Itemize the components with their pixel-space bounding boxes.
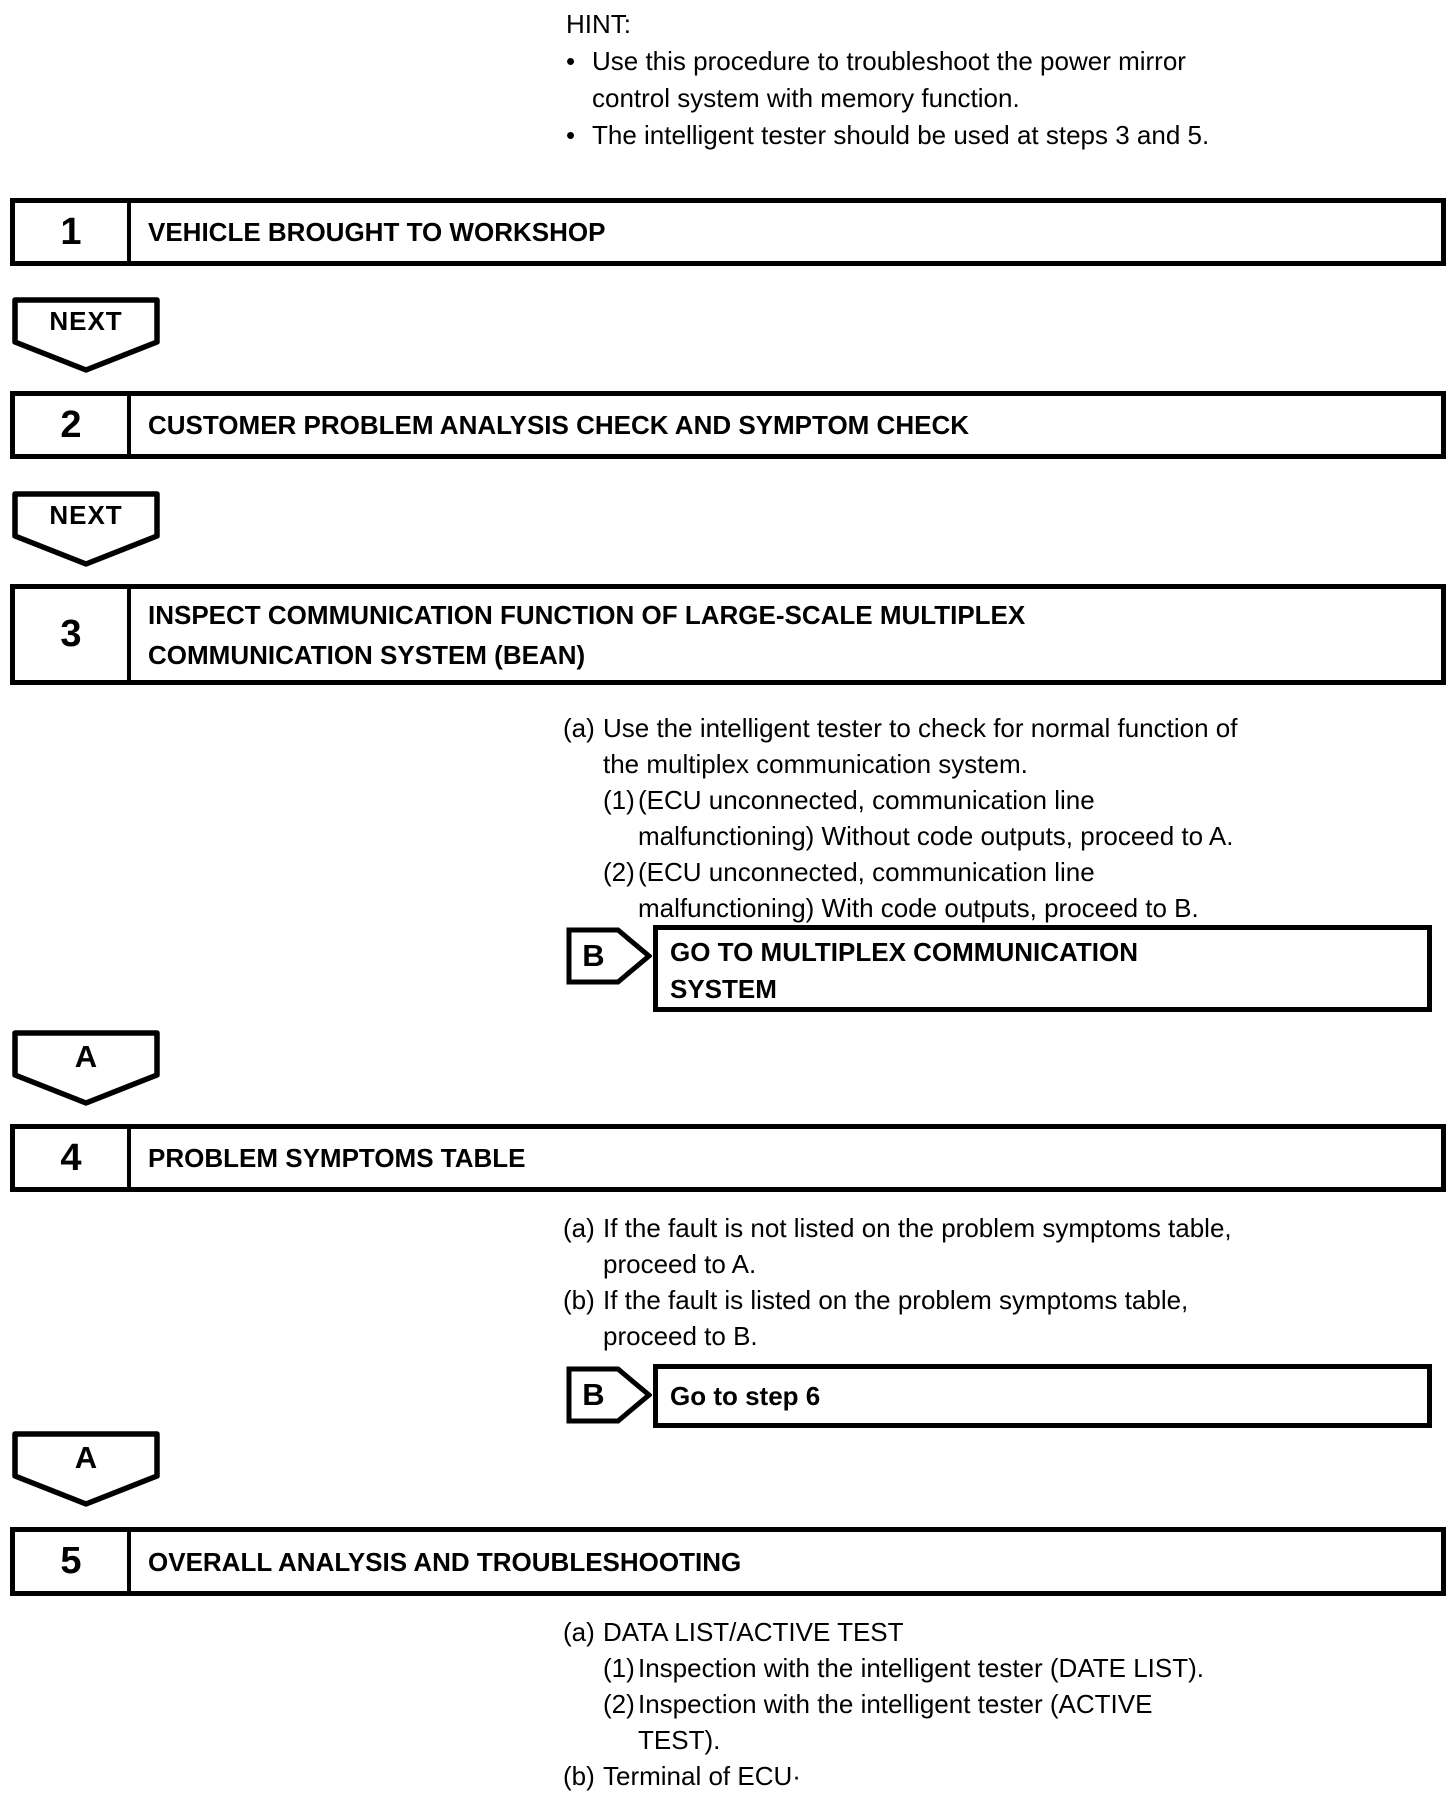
goto-multiplex-box: GO TO MULTIPLEX COMMUNICATION SYSTEM bbox=[653, 925, 1432, 1012]
note-text: (ECU unconnected, communication line mal… bbox=[638, 785, 1234, 851]
note-label: (b) bbox=[563, 1285, 595, 1315]
hint-bullet-text: The intelligent tester should be used at… bbox=[592, 120, 1210, 150]
step-number: 1 bbox=[15, 203, 131, 261]
next-label: NEXT bbox=[49, 306, 123, 336]
note-row: (a) Use the intelligent tester to check … bbox=[563, 710, 1456, 782]
note-label: (a) bbox=[563, 713, 595, 743]
hint-bullet-2: • The intelligent tester should be used … bbox=[566, 117, 1209, 154]
note-text: Terminal of ECU· bbox=[603, 1761, 801, 1791]
a-connector-1: A bbox=[11, 1029, 161, 1107]
next-connector-2: NEXT bbox=[11, 490, 161, 568]
step-2-box: 2 CUSTOMER PROBLEM ANALYSIS CHECK AND SY… bbox=[10, 391, 1446, 459]
step-1-box: 1 VEHICLE BROUGHT TO WORKSHOP bbox=[10, 198, 1446, 266]
step-number: 2 bbox=[15, 396, 131, 454]
step-title: CUSTOMER PROBLEM ANALYSIS CHECK AND SYMP… bbox=[148, 410, 969, 440]
step-title: PROBLEM SYMPTOMS TABLE bbox=[148, 1143, 526, 1173]
goto-step-6-box: Go to step 6 bbox=[653, 1364, 1432, 1428]
note-text: (ECU unconnected, communication line mal… bbox=[638, 857, 1199, 923]
b-label: B bbox=[582, 1377, 605, 1412]
note-row: (b) If the fault is listed on the proble… bbox=[563, 1282, 1456, 1354]
note-label: (2) bbox=[603, 857, 635, 887]
note-label: (1) bbox=[603, 1653, 635, 1683]
step-3-notes: (a) Use the intelligent tester to check … bbox=[563, 710, 1456, 926]
note-text: Inspection with the intelligent tester (… bbox=[638, 1653, 1204, 1683]
note-label: (a) bbox=[563, 1213, 595, 1243]
step-number: 4 bbox=[15, 1129, 131, 1187]
note-row: (b) Terminal of ECU· bbox=[563, 1758, 1456, 1794]
note-text: Use the intelligent tester to check for … bbox=[603, 713, 1238, 779]
step-title: OVERALL ANALYSIS AND TROUBLESHOOTING bbox=[148, 1546, 742, 1577]
step-5-box: 5 OVERALL ANALYSIS AND TROUBLESHOOTING bbox=[10, 1527, 1446, 1596]
step-number: 3 bbox=[15, 589, 131, 680]
step-5-notes: (a) DATA LIST/ACTIVE TEST (1) Inspection… bbox=[563, 1614, 1456, 1794]
b-connector-1: B bbox=[566, 927, 652, 985]
step-title: INSPECT COMMUNICATION FUNCTION OF LARGE-… bbox=[148, 599, 1026, 670]
a-banner-icon bbox=[12, 1431, 160, 1507]
note-row: (1) Inspection with the intelligent test… bbox=[603, 1650, 1456, 1686]
hint-bullet-text: Use this procedure to troubleshoot the p… bbox=[592, 46, 1186, 113]
a-connector-2: A bbox=[11, 1430, 161, 1508]
note-label: (a) bbox=[563, 1617, 595, 1647]
note-row: (a) If the fault is not listed on the pr… bbox=[563, 1210, 1456, 1282]
note-text: DATA LIST/ACTIVE TEST bbox=[603, 1617, 904, 1647]
step-title: VEHICLE BROUGHT TO WORKSHOP bbox=[148, 217, 606, 247]
b-connector-2: B bbox=[566, 1366, 652, 1424]
b-arrow-icon bbox=[566, 927, 652, 985]
step-4-box: 4 PROBLEM SYMPTOMS TABLE bbox=[10, 1124, 1446, 1192]
a-label: A bbox=[74, 1440, 98, 1475]
hint-bullet-1: • Use this procedure to troubleshoot the… bbox=[566, 43, 1209, 117]
b-label: B bbox=[582, 938, 605, 973]
next-banner-icon bbox=[12, 297, 160, 373]
next-connector-1: NEXT bbox=[11, 296, 161, 374]
next-banner-icon bbox=[12, 491, 160, 567]
bullet-icon: • bbox=[566, 120, 576, 150]
note-label: (1) bbox=[603, 785, 635, 815]
b-arrow-icon bbox=[566, 1366, 652, 1424]
note-row: (2) (ECU unconnected, communication line… bbox=[603, 854, 1456, 926]
hint-label: HINT: bbox=[566, 9, 631, 39]
note-text: Inspection with the intelligent tester (… bbox=[638, 1689, 1153, 1755]
note-row: (2) Inspection with the intelligent test… bbox=[603, 1686, 1456, 1758]
step-3-box: 3 INSPECT COMMUNICATION FUNCTION OF LARG… bbox=[10, 584, 1446, 685]
a-banner-icon bbox=[12, 1030, 160, 1106]
step-4-notes: (a) If the fault is not listed on the pr… bbox=[563, 1210, 1456, 1354]
note-text: If the fault is listed on the problem sy… bbox=[603, 1285, 1189, 1351]
note-row: (1) (ECU unconnected, communication line… bbox=[603, 782, 1456, 854]
a-label: A bbox=[74, 1039, 98, 1074]
bullet-icon: • bbox=[566, 46, 576, 76]
hint-block: HINT: • Use this procedure to troublesho… bbox=[566, 6, 1209, 154]
note-label: (b) bbox=[563, 1761, 595, 1791]
step-number: 5 bbox=[15, 1532, 131, 1591]
note-row: (a) DATA LIST/ACTIVE TEST bbox=[563, 1614, 1456, 1650]
note-text: If the fault is not listed on the proble… bbox=[603, 1213, 1232, 1279]
note-label: (2) bbox=[603, 1689, 635, 1719]
next-label: NEXT bbox=[49, 500, 123, 530]
